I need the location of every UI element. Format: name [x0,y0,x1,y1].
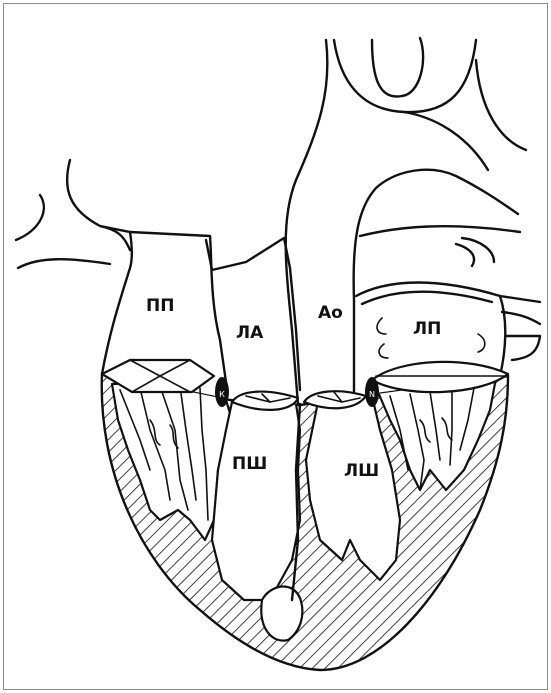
label-right-ventricle: ПШ [232,454,267,474]
label-left-atrium: ЛП [413,319,441,339]
rv-outflow-cavity [212,402,300,600]
svg-text:N: N [369,390,375,399]
label-left-ventricle: ЛШ [344,461,379,481]
label-aorta: Ао [318,303,343,323]
label-pulmonary-artery: ЛА [236,323,264,343]
vena-cava-branch [16,195,44,240]
pulmonary-vein-mid [456,244,474,266]
vena-cava-branch-2 [18,259,110,268]
aortic-arch-branch [334,40,476,112]
svg-text:К: К [219,390,225,399]
aortic-arch-desc [476,60,526,150]
aorta-outer [286,40,328,404]
left-atrium-inner [362,292,492,304]
label-right-atrium: ПП [146,296,174,316]
aortic-arch-lower [404,112,488,170]
left-atrium-curl-3 [478,334,485,352]
aortic-arch-top [372,38,423,97]
apex-blob [261,586,302,640]
vena-cava-upper [67,160,130,232]
left-atrium-curl-1 [377,318,386,334]
pulmonary-vein-top [360,226,520,236]
left-atrium-curl-2 [379,344,388,358]
